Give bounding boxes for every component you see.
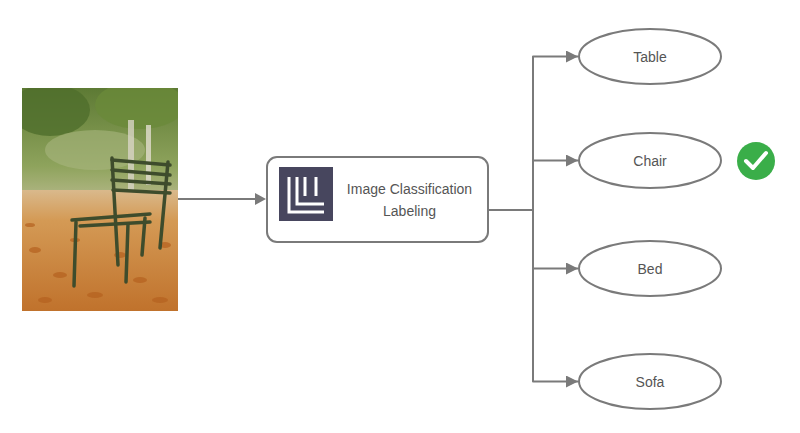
photo-ground xyxy=(22,190,178,311)
node-label: Image Classification Labeling xyxy=(340,178,479,222)
node-label: Table xyxy=(633,49,666,65)
text-area: Chair xyxy=(578,132,722,189)
branch-arrow xyxy=(489,161,578,210)
photo-foliage xyxy=(95,88,178,129)
photo-leaves xyxy=(25,223,171,303)
branch-arrow xyxy=(489,210,578,382)
node-label: Chair xyxy=(633,153,666,169)
photo-figure xyxy=(146,125,151,185)
node-label: Bed xyxy=(638,261,663,277)
text-area: Table xyxy=(578,28,722,85)
ellipse-shape xyxy=(579,29,721,84)
app-logo xyxy=(279,167,333,221)
input-arrow xyxy=(178,198,256,200)
class-ellipse: Bed xyxy=(578,240,722,297)
node-label: Sofa xyxy=(636,374,665,390)
ellipse-shape xyxy=(579,354,721,409)
process-box: Image Classification Labeling xyxy=(266,156,489,243)
branch-arrow xyxy=(489,57,578,210)
text-area: Bed xyxy=(578,240,722,297)
photo-foliage xyxy=(22,88,90,136)
text-area: Image Classification Labeling xyxy=(340,158,479,241)
ellipse-shape xyxy=(579,133,721,188)
input-arrowhead xyxy=(255,193,266,205)
check-mark xyxy=(737,142,775,180)
class-ellipse: Sofa xyxy=(578,353,722,410)
chair-photo xyxy=(22,88,178,311)
ellipse-shape xyxy=(579,241,721,296)
class-ellipse: Chair xyxy=(578,132,722,189)
text-area: Sofa xyxy=(578,353,722,410)
class-ellipse: Table xyxy=(578,28,722,85)
chair-figure xyxy=(72,158,170,286)
